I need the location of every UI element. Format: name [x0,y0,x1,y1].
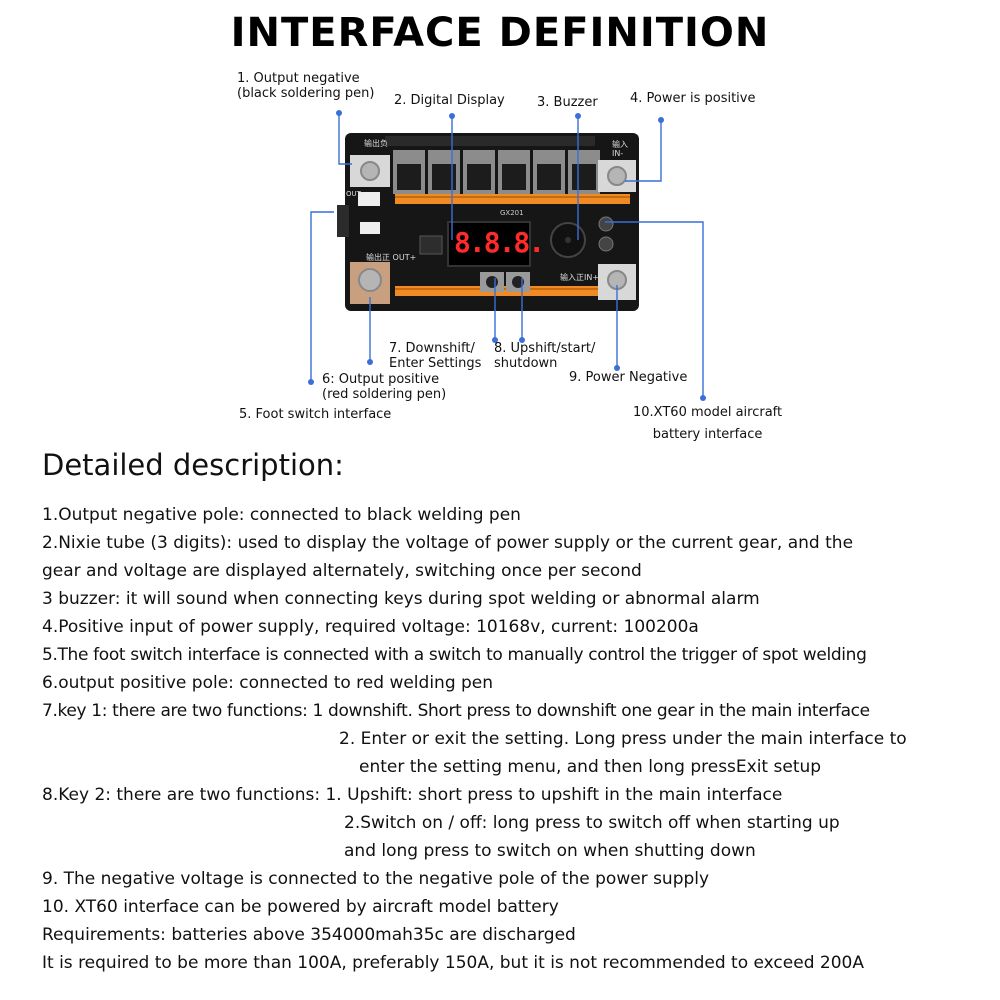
callout-power-positive: 4. Power is positive [630,91,756,106]
desc-line: 9. The negative voltage is connected to … [42,869,710,889]
buzzer [550,222,586,258]
description-heading: Detailed description: [42,448,344,482]
terminal-in-pos [598,264,636,300]
callout-digital-display: 2. Digital Display [394,93,505,108]
board-label-in-pos: 输入正IN+ [560,273,600,282]
callout-output-negative: 1. Output negative (black soldering pen) [237,71,375,101]
board-label-out-neg: 输出负 [364,139,388,148]
desc-line: 10. XT60 interface can be powered by air… [42,897,559,917]
board-label-out-side: OUT- [346,190,363,198]
leader-dots [308,110,706,401]
terminal-out-neg [350,155,390,187]
callout-power-negative: 9. Power Negative [569,370,688,385]
xt60-connector [598,216,614,252]
board-label-out-pos: 输出正 OUT+ [366,253,417,262]
desc-line: 2.Switch on / off: long press to switch … [344,813,840,833]
page-title: INTERFACE DEFINITION [230,10,770,56]
callout-upshift: 8. Upshift/start/ shutdown [494,341,596,371]
callout-foot-switch: 5. Foot switch interface [239,407,392,422]
desc-line: 6.output positive pole: connected to red… [42,673,494,693]
mosfet-row [393,150,600,194]
pcb-board [337,133,639,311]
desc-line: 4.Positive input of power supply, requir… [42,617,699,637]
desc-line: 8.Key 2: there are two functions: 1. Ups… [42,785,783,805]
digital-display [447,221,531,267]
board-diagram [308,110,706,401]
leader-lines [310,113,704,398]
desc-line: gear and voltage are displayed alternate… [42,561,642,581]
key-2-button [506,272,530,292]
desc-line: 3 buzzer: it will sound when connecting … [42,589,760,609]
callout-xt60: 10.XT60 model aircraft battery interface [633,405,783,442]
callout-downshift: 7. Downshift/ Enter Settings [389,341,482,371]
desc-line: Requirements: batteries above 354000mah3… [42,925,576,945]
desc-line: 7.key 1: there are two functions: 1 down… [42,701,870,721]
desc-line: 1.Output negative pole: connected to bla… [42,505,521,525]
display-digits: 8.8.8. [454,226,545,259]
desc-line: 5.The foot switch interface is connected… [42,645,867,665]
callout-output-positive: 6: Output positive (red soldering pen) [322,372,447,402]
desc-line: enter the setting menu, and then long pr… [359,757,822,777]
terminal-in-neg [598,160,636,192]
key-1-button [480,272,504,292]
desc-line: It is required to be more than 100A, pre… [42,953,864,973]
desc-line: and long press to switch on when shuttin… [344,841,756,861]
desc-line: 2. Enter or exit the setting. Long press… [339,729,907,749]
board-label-in-neg: 输入 IN- [612,140,628,158]
desc-line: 2.Nixie tube (3 digits): used to display… [42,533,854,553]
foot-switch-jack [337,205,349,237]
board-model-label: GX201 [500,209,524,217]
callout-buzzer: 3. Buzzer [537,95,598,110]
